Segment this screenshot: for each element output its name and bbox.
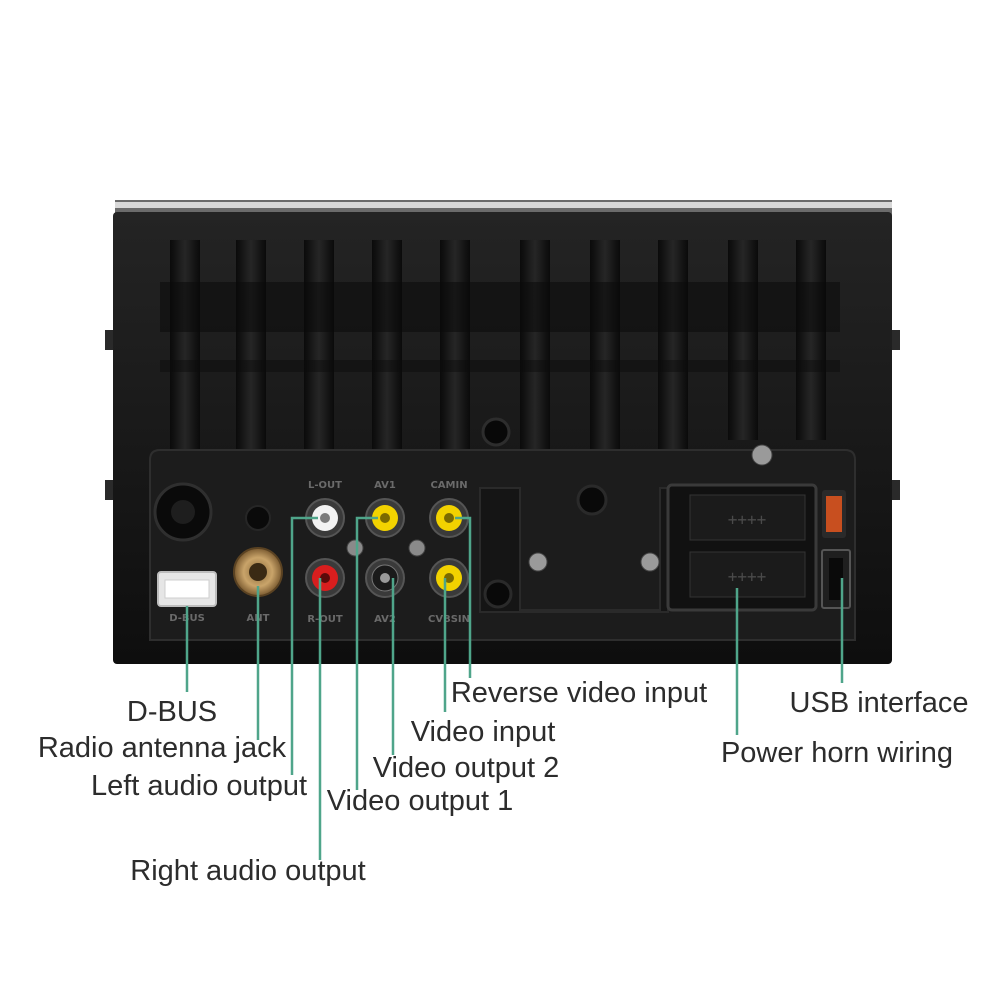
connector-block-lower — [689, 551, 806, 598]
rca-rout[interactable] — [305, 558, 345, 598]
callout-video-input: Video input — [411, 716, 556, 748]
connector-block-upper — [689, 494, 806, 541]
leader-lines — [185, 516, 844, 860]
callout-video-output-2: Video output 2 — [373, 752, 560, 784]
side-latch — [105, 330, 113, 350]
fin — [236, 240, 266, 450]
rout-port-label: R-OUT — [307, 614, 342, 625]
screw-icon — [528, 552, 548, 572]
rca-camin[interactable] — [429, 498, 469, 538]
fin — [796, 240, 826, 440]
side-latch — [892, 480, 900, 500]
callout-usb: USB interface — [790, 687, 969, 719]
connector-pins-lower: ++++ — [728, 567, 767, 586]
antenna-jack-pin — [249, 563, 267, 581]
side-latch — [105, 480, 113, 500]
callout-power-horn: Power horn wiring — [721, 737, 953, 769]
usb-port-slot — [829, 558, 843, 600]
power-horn-connector[interactable]: ++++ ++++ — [666, 483, 818, 612]
rca-pin — [380, 573, 390, 583]
mount-hole — [481, 417, 511, 447]
fin-shadow-band — [160, 360, 840, 372]
fin — [728, 240, 758, 440]
fin — [520, 240, 550, 450]
cooling-fins — [160, 240, 840, 450]
cvbsin-port-label: CVBSIN — [428, 614, 470, 625]
callout-radio-antenna: Radio antenna jack — [38, 732, 287, 764]
rca-av1[interactable] — [365, 498, 405, 538]
callout-left-audio: Left audio output — [91, 770, 307, 802]
callout-video-output-1: Video output 1 — [327, 785, 514, 817]
connector-pins-upper: ++++ — [728, 510, 767, 529]
top-rim-highlight — [115, 202, 892, 208]
rca-pin — [444, 513, 454, 523]
callout-dbus: D-BUS — [127, 696, 217, 728]
fin — [304, 240, 334, 450]
mic-jack-center — [171, 500, 195, 524]
leader-left-audio — [290, 516, 318, 775]
fuse-icon — [826, 496, 842, 532]
camin-port-label: CAMIN — [430, 480, 467, 491]
fin-shadow-band — [160, 282, 840, 332]
dbus-connector-pins — [164, 579, 210, 599]
screw-icon — [408, 539, 426, 557]
rca-pin — [380, 513, 390, 523]
rca-pin — [320, 513, 330, 523]
callout-right-audio: Right audio output — [130, 855, 365, 887]
bracket-hole — [483, 579, 513, 609]
fin — [170, 240, 200, 450]
fin — [372, 240, 402, 450]
leader-video-output-1 — [355, 516, 378, 790]
lout-port-label: L-OUT — [308, 480, 342, 491]
rca-pin — [320, 573, 330, 583]
rca-cvbsin[interactable] — [429, 558, 469, 598]
screw-icon — [640, 552, 660, 572]
rca-lout[interactable] — [305, 498, 345, 538]
av1-port-label: AV1 — [374, 480, 396, 491]
fin — [590, 240, 620, 450]
av2-port-label: AV2 — [374, 614, 396, 625]
fin — [658, 240, 688, 450]
rca-pin — [444, 573, 454, 583]
bracket-hole — [576, 484, 608, 516]
leader-reverse-video — [455, 516, 472, 678]
side-latch — [892, 330, 900, 350]
screw-icon — [751, 444, 773, 466]
small-hole — [245, 505, 271, 531]
callout-reverse-video: Reverse video input — [451, 677, 707, 709]
fin — [440, 240, 470, 450]
screw-icon — [346, 539, 364, 557]
rca-av2[interactable] — [365, 558, 405, 598]
